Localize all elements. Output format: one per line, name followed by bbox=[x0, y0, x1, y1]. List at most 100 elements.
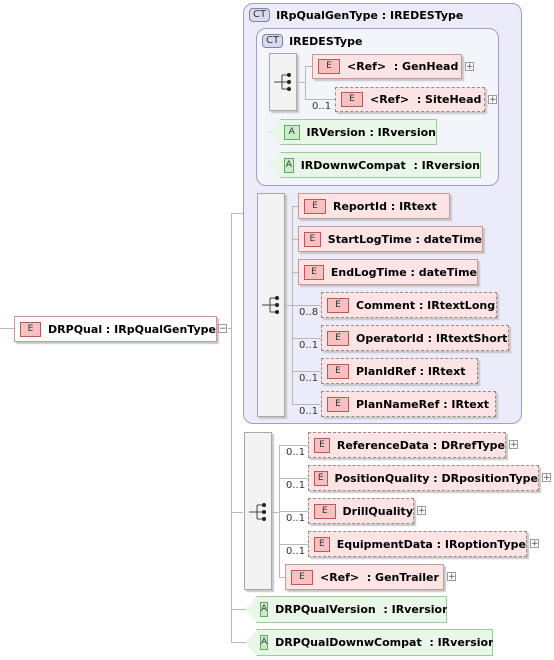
element-name: <Ref> bbox=[320, 570, 360, 584]
element-startlogtime[interactable]: E StartLogTime : dateTime bbox=[298, 226, 483, 252]
attribute-name: DRPQualDownwCompat bbox=[275, 636, 422, 649]
element-reportid[interactable]: E ReportId : IRtext bbox=[298, 193, 450, 219]
root-element-drpqual[interactable]: E DRPQual : IRpQualGenType bbox=[14, 316, 217, 342]
element-equipmentdata[interactable]: E EquipmentData : IRoptionType bbox=[308, 531, 527, 557]
element-badge: E bbox=[341, 92, 363, 107]
element-type: GenHead bbox=[402, 60, 459, 73]
attribute-name: DRPQualVersion bbox=[275, 603, 376, 616]
inner-complex-type-header: CT IREDESType bbox=[262, 34, 362, 48]
element-name: Comment bbox=[356, 298, 416, 312]
tree-vertical-connector bbox=[231, 213, 232, 643]
cardinality-label: 0..1 bbox=[299, 340, 319, 351]
sequence-compositor-2[interactable] bbox=[244, 432, 272, 590]
seq1-branch bbox=[292, 272, 298, 273]
cardinality-label: 0..1 bbox=[286, 480, 306, 491]
element-name: PositionQuality bbox=[334, 471, 430, 485]
element-name: OperatorId bbox=[356, 331, 424, 345]
complex-type-title: IRpQualGenType : IREDESType bbox=[276, 8, 464, 22]
ct-badge: CT bbox=[262, 34, 284, 48]
element-name: PlanIdRef bbox=[356, 364, 416, 378]
sequence-compositor-1[interactable] bbox=[257, 193, 285, 417]
complex-type-header: CT IRpQualGenType : IREDESType bbox=[249, 8, 463, 22]
seq1-branch bbox=[292, 371, 321, 372]
expand-icon[interactable]: + bbox=[509, 440, 518, 450]
collapse-icon[interactable]: − bbox=[218, 324, 227, 334]
attribute-badge: A bbox=[284, 124, 300, 140]
root-to-tree-connector bbox=[228, 328, 231, 329]
cardinality-label: 0..1 bbox=[286, 546, 306, 557]
element-type: IRtextShort bbox=[435, 331, 508, 345]
element-type: IRtext bbox=[451, 397, 490, 411]
element-comment[interactable]: E Comment : IRtextLong bbox=[321, 292, 497, 318]
attribute-type: IRversion bbox=[421, 158, 480, 172]
element-plannameref[interactable]: E PlanNameRef : IRtext bbox=[321, 391, 496, 417]
expand-icon[interactable]: + bbox=[447, 572, 456, 582]
element-ref-sitehead[interactable]: E <Ref> : SiteHead bbox=[335, 87, 485, 112]
element-badge: E bbox=[318, 59, 340, 74]
seq1-branch bbox=[292, 305, 321, 306]
expand-icon[interactable]: + bbox=[530, 539, 539, 549]
element-referencedata[interactable]: E ReferenceData : DRrefType bbox=[308, 432, 506, 458]
root-connector bbox=[0, 328, 14, 329]
element-badge: E bbox=[291, 569, 313, 585]
attribute-badge: A bbox=[284, 157, 294, 173]
cardinality-label: 0..1 bbox=[312, 101, 332, 112]
seq1-hline bbox=[285, 305, 292, 306]
element-endlogtime[interactable]: E EndLogTime : dateTime bbox=[298, 259, 478, 285]
element-name: PlanNameRef bbox=[356, 397, 440, 411]
inner-seq-vline bbox=[305, 66, 306, 100]
element-badge: E bbox=[304, 264, 324, 280]
element-type: IRtextLong bbox=[427, 298, 496, 312]
element-type: IRtext bbox=[427, 364, 466, 378]
element-type: SiteHead bbox=[425, 93, 482, 106]
element-ref-gentrailer[interactable]: E <Ref> : GenTrailer bbox=[285, 564, 444, 590]
sequence-compositor-inner[interactable] bbox=[269, 53, 297, 111]
element-badge: E bbox=[314, 437, 330, 453]
element-positionquality[interactable]: E PositionQuality : DRpositionType bbox=[308, 465, 539, 491]
seq1-branch bbox=[292, 404, 321, 405]
element-badge: E bbox=[327, 297, 349, 313]
expand-icon[interactable]: + bbox=[488, 95, 497, 105]
cardinality-label: 0..1 bbox=[299, 406, 319, 417]
attribute-irdownwcompat[interactable]: A IRDownwCompat : IRversion bbox=[269, 152, 481, 178]
element-drillquality[interactable]: E DrillQuality bbox=[308, 498, 414, 524]
sequence-icon bbox=[274, 73, 291, 91]
attribute-name: IRDownwCompat bbox=[300, 158, 406, 172]
cardinality-label: 0..8 bbox=[299, 307, 319, 318]
element-badge: E bbox=[327, 330, 349, 346]
element-type: DRpositionType bbox=[441, 471, 538, 485]
seq2-branch-5 bbox=[279, 577, 285, 578]
element-type: GenTrailer bbox=[375, 570, 439, 584]
element-type: IRtext bbox=[399, 199, 437, 213]
element-name: StartLogTime bbox=[327, 232, 412, 246]
attribute-type: IRversion bbox=[391, 603, 450, 616]
attribute-drpqualdownwcompat[interactable]: A DRPQualDownwCompat : IRversion bbox=[245, 629, 493, 656]
attribute-type: IRversion bbox=[437, 636, 496, 649]
element-operatorid[interactable]: E OperatorId : IRtextShort bbox=[321, 325, 509, 351]
ct-badge: CT bbox=[249, 8, 271, 22]
root-element-type: IRpQualGenType bbox=[114, 322, 216, 336]
seq1-branch bbox=[292, 338, 321, 339]
expand-icon[interactable]: + bbox=[465, 62, 474, 72]
element-badge: E bbox=[304, 198, 326, 214]
tree-branch-attr1 bbox=[231, 609, 245, 610]
attribute-name: IRVersion bbox=[306, 125, 366, 139]
element-badge: E bbox=[327, 363, 349, 379]
sequence-icon bbox=[262, 296, 279, 314]
element-badge: E bbox=[314, 536, 330, 552]
element-ref-genhead[interactable]: E <Ref> : GenHead bbox=[312, 54, 462, 79]
attribute-drpqualversion[interactable]: A DRPQualVersion : IRversion bbox=[245, 596, 447, 623]
element-planidref[interactable]: E PlanIdRef : IRtext bbox=[321, 358, 478, 384]
element-type: IRoptionType bbox=[444, 537, 526, 551]
attribute-irversion[interactable]: A IRVersion : IRversion bbox=[269, 119, 437, 145]
root-element-name: DRPQual bbox=[48, 322, 103, 336]
cardinality-label: 0..1 bbox=[286, 447, 306, 458]
tree-branch-attr2 bbox=[231, 642, 245, 643]
element-name: ReportId bbox=[333, 199, 388, 213]
element-name: <Ref> bbox=[347, 60, 387, 73]
element-badge: E bbox=[20, 321, 42, 337]
tree-branch-seq1 bbox=[231, 213, 243, 214]
expand-icon[interactable]: + bbox=[542, 473, 551, 483]
seq2-branch-4 bbox=[279, 544, 308, 545]
expand-icon[interactable]: + bbox=[417, 506, 426, 516]
